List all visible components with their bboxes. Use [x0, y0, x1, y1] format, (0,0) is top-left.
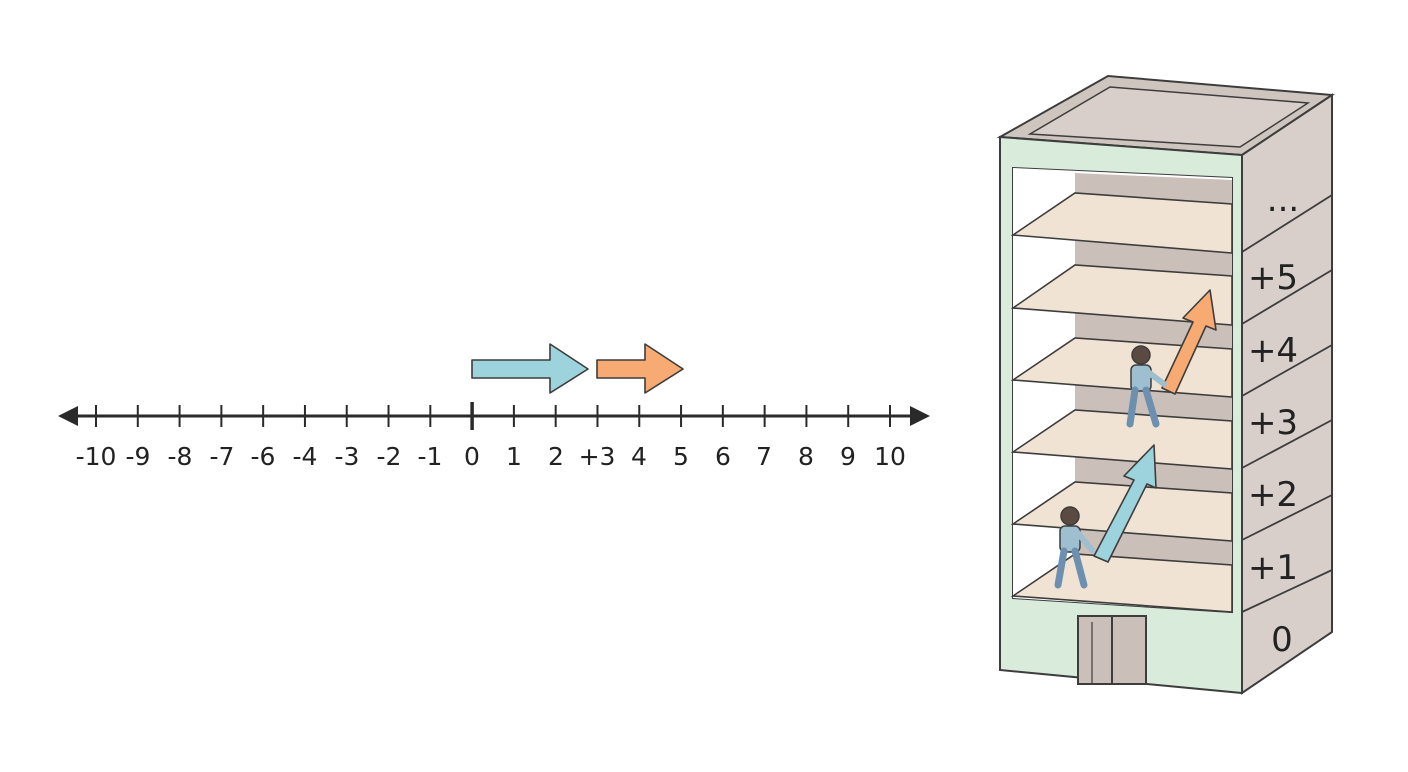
tick-label: 7 [756, 442, 772, 471]
tick-label: 2 [548, 442, 564, 471]
building: 0 +1 +2 +3 +4 +5 ... [996, 74, 1335, 695]
number-line-ticks [95, 402, 891, 430]
tick-label: 10 [874, 442, 906, 471]
floor-label: +1 [1248, 548, 1298, 588]
floor-label: +2 [1248, 475, 1298, 515]
floor-label: +3 [1248, 403, 1298, 443]
building-door [1077, 615, 1147, 685]
floor-slab [1010, 264, 1233, 326]
floor-slab [1010, 553, 1233, 613]
tick-label: -10 [76, 442, 117, 471]
blue-step-arrow [471, 343, 589, 394]
tick-label: +3 [579, 442, 616, 471]
side-floor-dividers [1241, 194, 1333, 613]
tick-label: -2 [377, 442, 402, 471]
tick-label: 8 [798, 442, 814, 471]
tick-label: 5 [673, 442, 689, 471]
number-line: -10 -9 -8 -7 -6 -4 -3 -2 -1 0 1 2 +3 4 5… [58, 343, 930, 471]
left-arrowhead-icon [58, 406, 78, 426]
orange-climb-arrow [1161, 289, 1217, 395]
blue-climb-arrow [1093, 444, 1157, 563]
tick-label: -6 [251, 442, 276, 471]
person-upper [1126, 345, 1167, 428]
tick-label: 9 [840, 442, 856, 471]
tick-label: 4 [631, 442, 647, 471]
orange-step-arrow [596, 343, 684, 394]
tick-label: 6 [715, 442, 731, 471]
floor-slabs [1010, 192, 1233, 613]
tick-label: -7 [210, 442, 235, 471]
tick-label: -9 [126, 442, 151, 471]
tick-label: -8 [168, 442, 193, 471]
floor-label: 0 [1271, 620, 1293, 660]
right-arrowhead-icon [910, 406, 930, 426]
floor-slab [1010, 192, 1233, 254]
tick-label: -4 [293, 442, 318, 471]
tick-label: 0 [464, 442, 480, 471]
roof-inner [1027, 86, 1311, 148]
floor-labels: 0 +1 +2 +3 +4 +5 ... [1248, 180, 1299, 660]
floor-label: +5 [1248, 258, 1298, 298]
floor-slab [1010, 409, 1233, 470]
person-lower [1054, 506, 1095, 589]
tick-label: -1 [418, 442, 443, 471]
number-line-labels: -10 -9 -8 -7 -6 -4 -3 -2 -1 0 1 2 +3 4 5… [76, 442, 906, 471]
floor-label: +4 [1248, 331, 1298, 371]
tick-label: 1 [506, 442, 522, 471]
tick-label: -3 [335, 442, 360, 471]
floor-label: ... [1267, 180, 1299, 220]
